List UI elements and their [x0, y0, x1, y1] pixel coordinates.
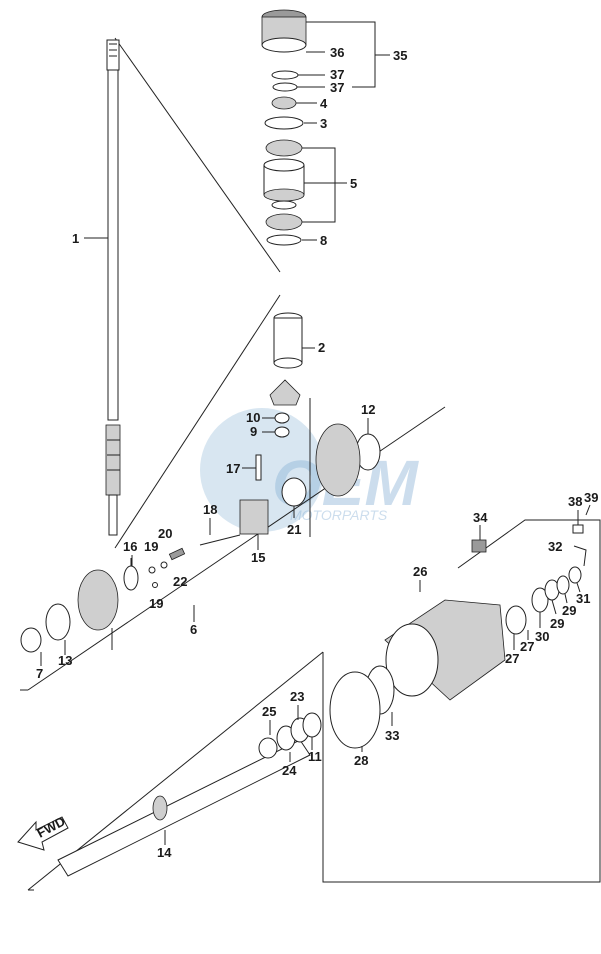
label-part-16: 16 — [123, 539, 137, 554]
label-part-39: 39 — [584, 490, 598, 505]
label-part-36: 36 — [330, 45, 344, 60]
label-part-12: 12 — [361, 402, 375, 417]
label-part-24: 24 — [282, 763, 297, 778]
label-part-7: 7 — [36, 666, 43, 681]
label-part-14: 14 — [157, 845, 172, 860]
label-part-6: 6 — [190, 622, 197, 637]
label-part-8: 8 — [320, 233, 327, 248]
label-part-23: 23 — [290, 689, 304, 704]
label-part-27b: 27 — [520, 639, 534, 654]
label-part-18: 18 — [203, 502, 217, 517]
label-part-21: 21 — [287, 522, 301, 537]
label-part-5: 5 — [350, 176, 357, 191]
gearcase-housing — [329, 524, 584, 749]
label-part-11: 11 — [308, 749, 322, 764]
gear-assembly — [20, 423, 381, 653]
fwd-arrow: FWD — [17, 814, 69, 851]
label-part-20: 20 — [158, 526, 172, 541]
label-part-1: 1 — [72, 231, 79, 246]
label-part-37a: 37 — [330, 67, 344, 82]
label-part-37b: 37 — [330, 80, 344, 95]
label-part-9: 9 — [250, 424, 257, 439]
label-part-33: 33 — [385, 728, 399, 743]
label-part-19a: 19 — [144, 539, 158, 554]
watermark-sub: MOTORPARTS — [290, 507, 388, 523]
leader-lines — [40, 21, 591, 845]
label-part-30: 30 — [535, 629, 549, 644]
label-part-13: 13 — [58, 653, 72, 668]
label-part-35: 35 — [393, 48, 407, 63]
label-part-10: 10 — [246, 410, 260, 425]
label-part-28: 28 — [354, 753, 368, 768]
label-part-4: 4 — [320, 96, 328, 111]
label-part-17: 17 — [226, 461, 240, 476]
label-part-27a: 27 — [505, 651, 519, 666]
label-part-26: 26 — [413, 564, 427, 579]
label-part-38: 38 — [568, 494, 582, 509]
label-part-3: 3 — [320, 116, 327, 131]
bearing-stack — [261, 9, 307, 246]
label-part-34: 34 — [473, 510, 488, 525]
label-part-29a: 29 — [550, 616, 564, 631]
label-part-32: 32 — [548, 539, 562, 554]
label-part-15: 15 — [251, 550, 265, 565]
label-part-22: 22 — [173, 574, 187, 589]
part-labels: 1 2 3 4 5 6 7 8 9 10 11 12 13 14 15 16 1… — [36, 45, 598, 860]
propeller-shaft — [57, 712, 322, 877]
label-part-25: 25 — [262, 704, 276, 719]
drive-shaft — [105, 39, 121, 536]
label-part-29b: 29 — [562, 603, 576, 618]
label-part-31: 31 — [576, 591, 590, 606]
label-part-2: 2 — [318, 340, 325, 355]
label-part-19b: 19 — [149, 596, 163, 611]
sleeve-and-pinion — [269, 312, 303, 438]
